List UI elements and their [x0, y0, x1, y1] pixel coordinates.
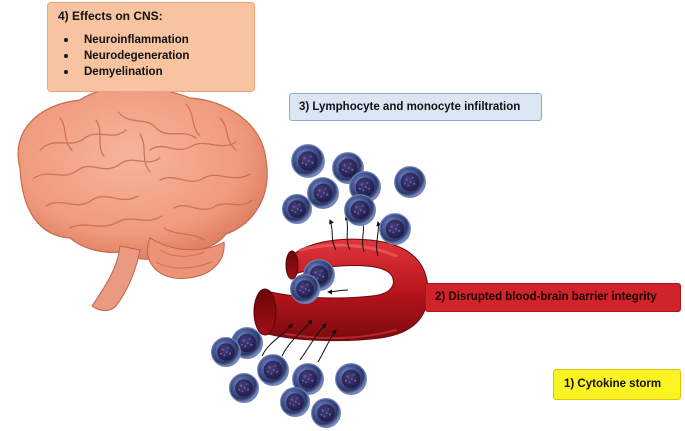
list-item-label: Neuroinflammation — [84, 34, 189, 46]
immune-cell — [229, 373, 259, 403]
immune-cell — [280, 387, 310, 417]
cns-effects-title: 4) Effects on CNS: — [58, 9, 163, 23]
list-item: Neurodegeneration — [64, 48, 244, 64]
bullet-icon — [64, 38, 68, 42]
immune-cell — [344, 194, 376, 226]
immune-cell — [282, 194, 312, 224]
cns-effects-list: Neuroinflammation Neurodegeneration Demy… — [58, 32, 244, 80]
list-item-label: Demyelination — [84, 66, 163, 78]
bbb-label: 2) Disrupted blood-brain barrier integri… — [435, 291, 657, 303]
immune-cell — [290, 274, 320, 304]
infiltration-label: 3) Lymphocyte and monocyte infiltration — [299, 101, 521, 113]
infiltration-label-box: 3) Lymphocyte and monocyte infiltration — [289, 93, 542, 121]
bullet-icon — [64, 70, 68, 74]
list-item: Neuroinflammation — [64, 32, 244, 48]
bullet-icon — [64, 54, 68, 58]
immune-cell — [311, 398, 341, 428]
immune-cell — [307, 177, 339, 209]
list-item: Demyelination — [64, 64, 244, 80]
blood-vessel-illustration — [253, 238, 429, 342]
immune-cell — [257, 354, 289, 386]
list-item-label: Neurodegeneration — [84, 50, 190, 62]
cns-effects-box: 4) Effects on CNS: Neuroinflammation Neu… — [47, 2, 255, 92]
bbb-label-box: 2) Disrupted blood-brain barrier integri… — [425, 283, 681, 312]
immune-cell — [291, 144, 325, 178]
immune-cell — [335, 363, 367, 395]
immune-cell — [379, 213, 411, 245]
immune-cell — [394, 166, 426, 198]
cytokine-storm-box: 1) Cytokine storm — [553, 369, 681, 400]
migration-arrows — [261, 215, 382, 363]
cytokine-storm-label: 1) Cytokine storm — [564, 378, 662, 390]
brain-illustration — [17, 86, 268, 311]
immune-cell — [211, 337, 241, 367]
